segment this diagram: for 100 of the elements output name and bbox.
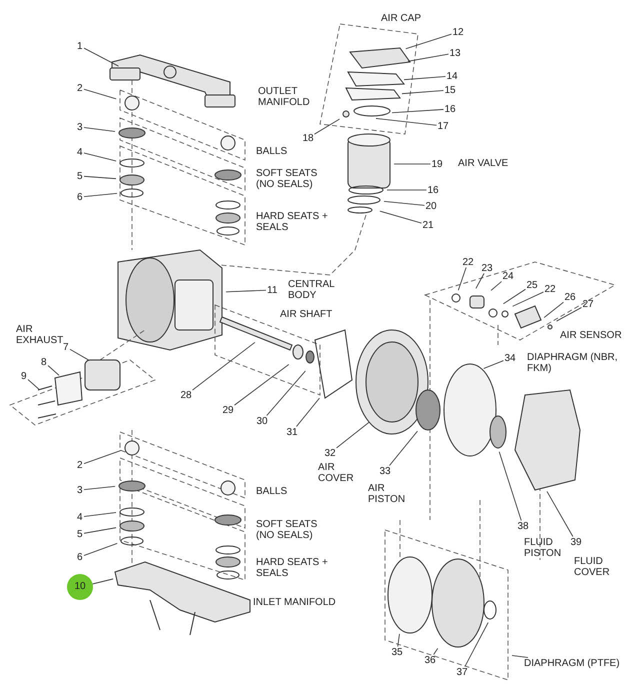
leader-line: [192, 342, 256, 390]
part-name: SOFT SEATS (NO SEALS): [256, 168, 318, 190]
leader-line: [408, 54, 449, 62]
leader-line: [314, 118, 340, 134]
callout-number: 27: [582, 298, 595, 310]
leader-line: [483, 360, 504, 369]
part-name: DIAPHRAGM (PTFE): [523, 658, 621, 668]
callout-number: 6: [76, 192, 84, 202]
callout-number: 39: [570, 536, 583, 548]
callout-number: 37: [456, 666, 469, 678]
callout-number: 30: [256, 416, 269, 426]
callout-number: 6: [76, 552, 84, 562]
part-name: INLET MANIFOLD: [253, 597, 337, 608]
callout-number: 4: [76, 146, 84, 158]
leader-line: [84, 542, 118, 556]
leader-line: [512, 292, 544, 307]
highlighted-callout-number: 10: [67, 574, 93, 600]
callout-number: 3: [76, 484, 84, 496]
leader-line: [28, 379, 40, 390]
leader-line: [512, 655, 528, 658]
part-name: DIAPHRAGM (NBR, FKM): [527, 352, 619, 374]
leader-line: [392, 109, 444, 114]
callout-number: 9: [20, 370, 28, 382]
callout-number: 16: [444, 104, 457, 114]
callout-number: 5: [76, 170, 84, 182]
callout-number: 13: [448, 48, 462, 58]
leader-line: [379, 210, 422, 224]
leader-line: [404, 76, 446, 80]
callout-number: 24: [502, 270, 515, 282]
callout-number: 25: [526, 280, 539, 290]
callout-number: 22: [544, 284, 557, 294]
leader-line: [458, 267, 466, 291]
leader-line: [234, 364, 290, 406]
leader-line: [84, 512, 116, 517]
callout-number: 33: [378, 466, 392, 476]
callout-number: 14: [446, 70, 459, 82]
part-name: SOFT SEATS (NO SEALS): [256, 519, 318, 541]
part-name: FLUID COVER: [574, 556, 611, 578]
callout-number: 15: [444, 84, 457, 96]
leader-line: [397, 634, 400, 647]
leader-line: [476, 273, 484, 289]
part-name: HARD SEATS + SEALS: [256, 211, 329, 233]
leader-line: [405, 34, 452, 50]
callout-number: 38: [516, 520, 530, 532]
callout-number: 16: [426, 184, 440, 196]
callout-number: 7: [62, 342, 70, 352]
part-name: AIR PISTON: [368, 483, 406, 505]
leader-line: [84, 192, 118, 198]
leader-line: [84, 152, 117, 162]
callout-number: 11: [266, 284, 278, 296]
leader-line: [502, 288, 526, 304]
leader-line: [490, 281, 502, 291]
callout-number: 35: [390, 646, 404, 658]
callout-number: 3: [76, 122, 84, 132]
part-name: OUTLET MANIFOLD: [258, 86, 311, 108]
leader-line: [48, 365, 60, 376]
leader-line: [498, 451, 522, 521]
leader-line: [84, 486, 116, 490]
leader-line: [70, 348, 89, 360]
leader-line: [544, 302, 564, 318]
callout-number: 32: [324, 448, 337, 458]
callout-number: 2: [76, 82, 84, 94]
leader-line: [546, 491, 574, 537]
callout-number: 19: [430, 158, 444, 170]
leader-line: [84, 88, 117, 100]
leader-line: [84, 527, 116, 534]
leader-line: [389, 430, 418, 466]
part-name: AIR SENSOR: [560, 330, 623, 341]
callout-number: 1: [76, 40, 84, 52]
leader-line: [84, 127, 116, 132]
leader-line: [402, 90, 444, 94]
leader-line: [84, 450, 122, 464]
callout-number: 36: [424, 654, 437, 666]
part-name: CENTRAL BODY: [288, 279, 336, 301]
leader-line: [84, 48, 119, 67]
callout-number: 22: [462, 256, 475, 268]
leader-line: [226, 290, 266, 292]
callout-number: 26: [564, 292, 577, 302]
callout-number: 29: [222, 404, 235, 416]
callout-number: 18: [302, 132, 315, 144]
callout-number: 5: [76, 528, 84, 540]
callout-number: 17: [436, 120, 450, 132]
callout-number: 34: [504, 352, 517, 364]
leader-line: [266, 370, 306, 416]
callout-number: 12: [452, 26, 465, 38]
leader-line: [464, 622, 489, 667]
leader-line: [384, 200, 425, 206]
leader-line: [556, 307, 582, 322]
callout-number: 21: [422, 220, 435, 230]
leader-line: [296, 398, 320, 427]
part-name: HARD SEATS + SEALS: [256, 557, 329, 579]
leader-line: [376, 118, 437, 126]
part-name: AIR EXHAUST: [16, 324, 64, 346]
part-name: AIR COVER: [318, 462, 355, 484]
leader-line: [336, 422, 370, 448]
part-name: AIR CAP: [381, 13, 422, 24]
callout-number: 8: [40, 356, 48, 368]
leader-line: [92, 578, 114, 584]
callout-number: 4: [76, 512, 84, 522]
part-name: AIR SHAFT: [280, 309, 334, 320]
